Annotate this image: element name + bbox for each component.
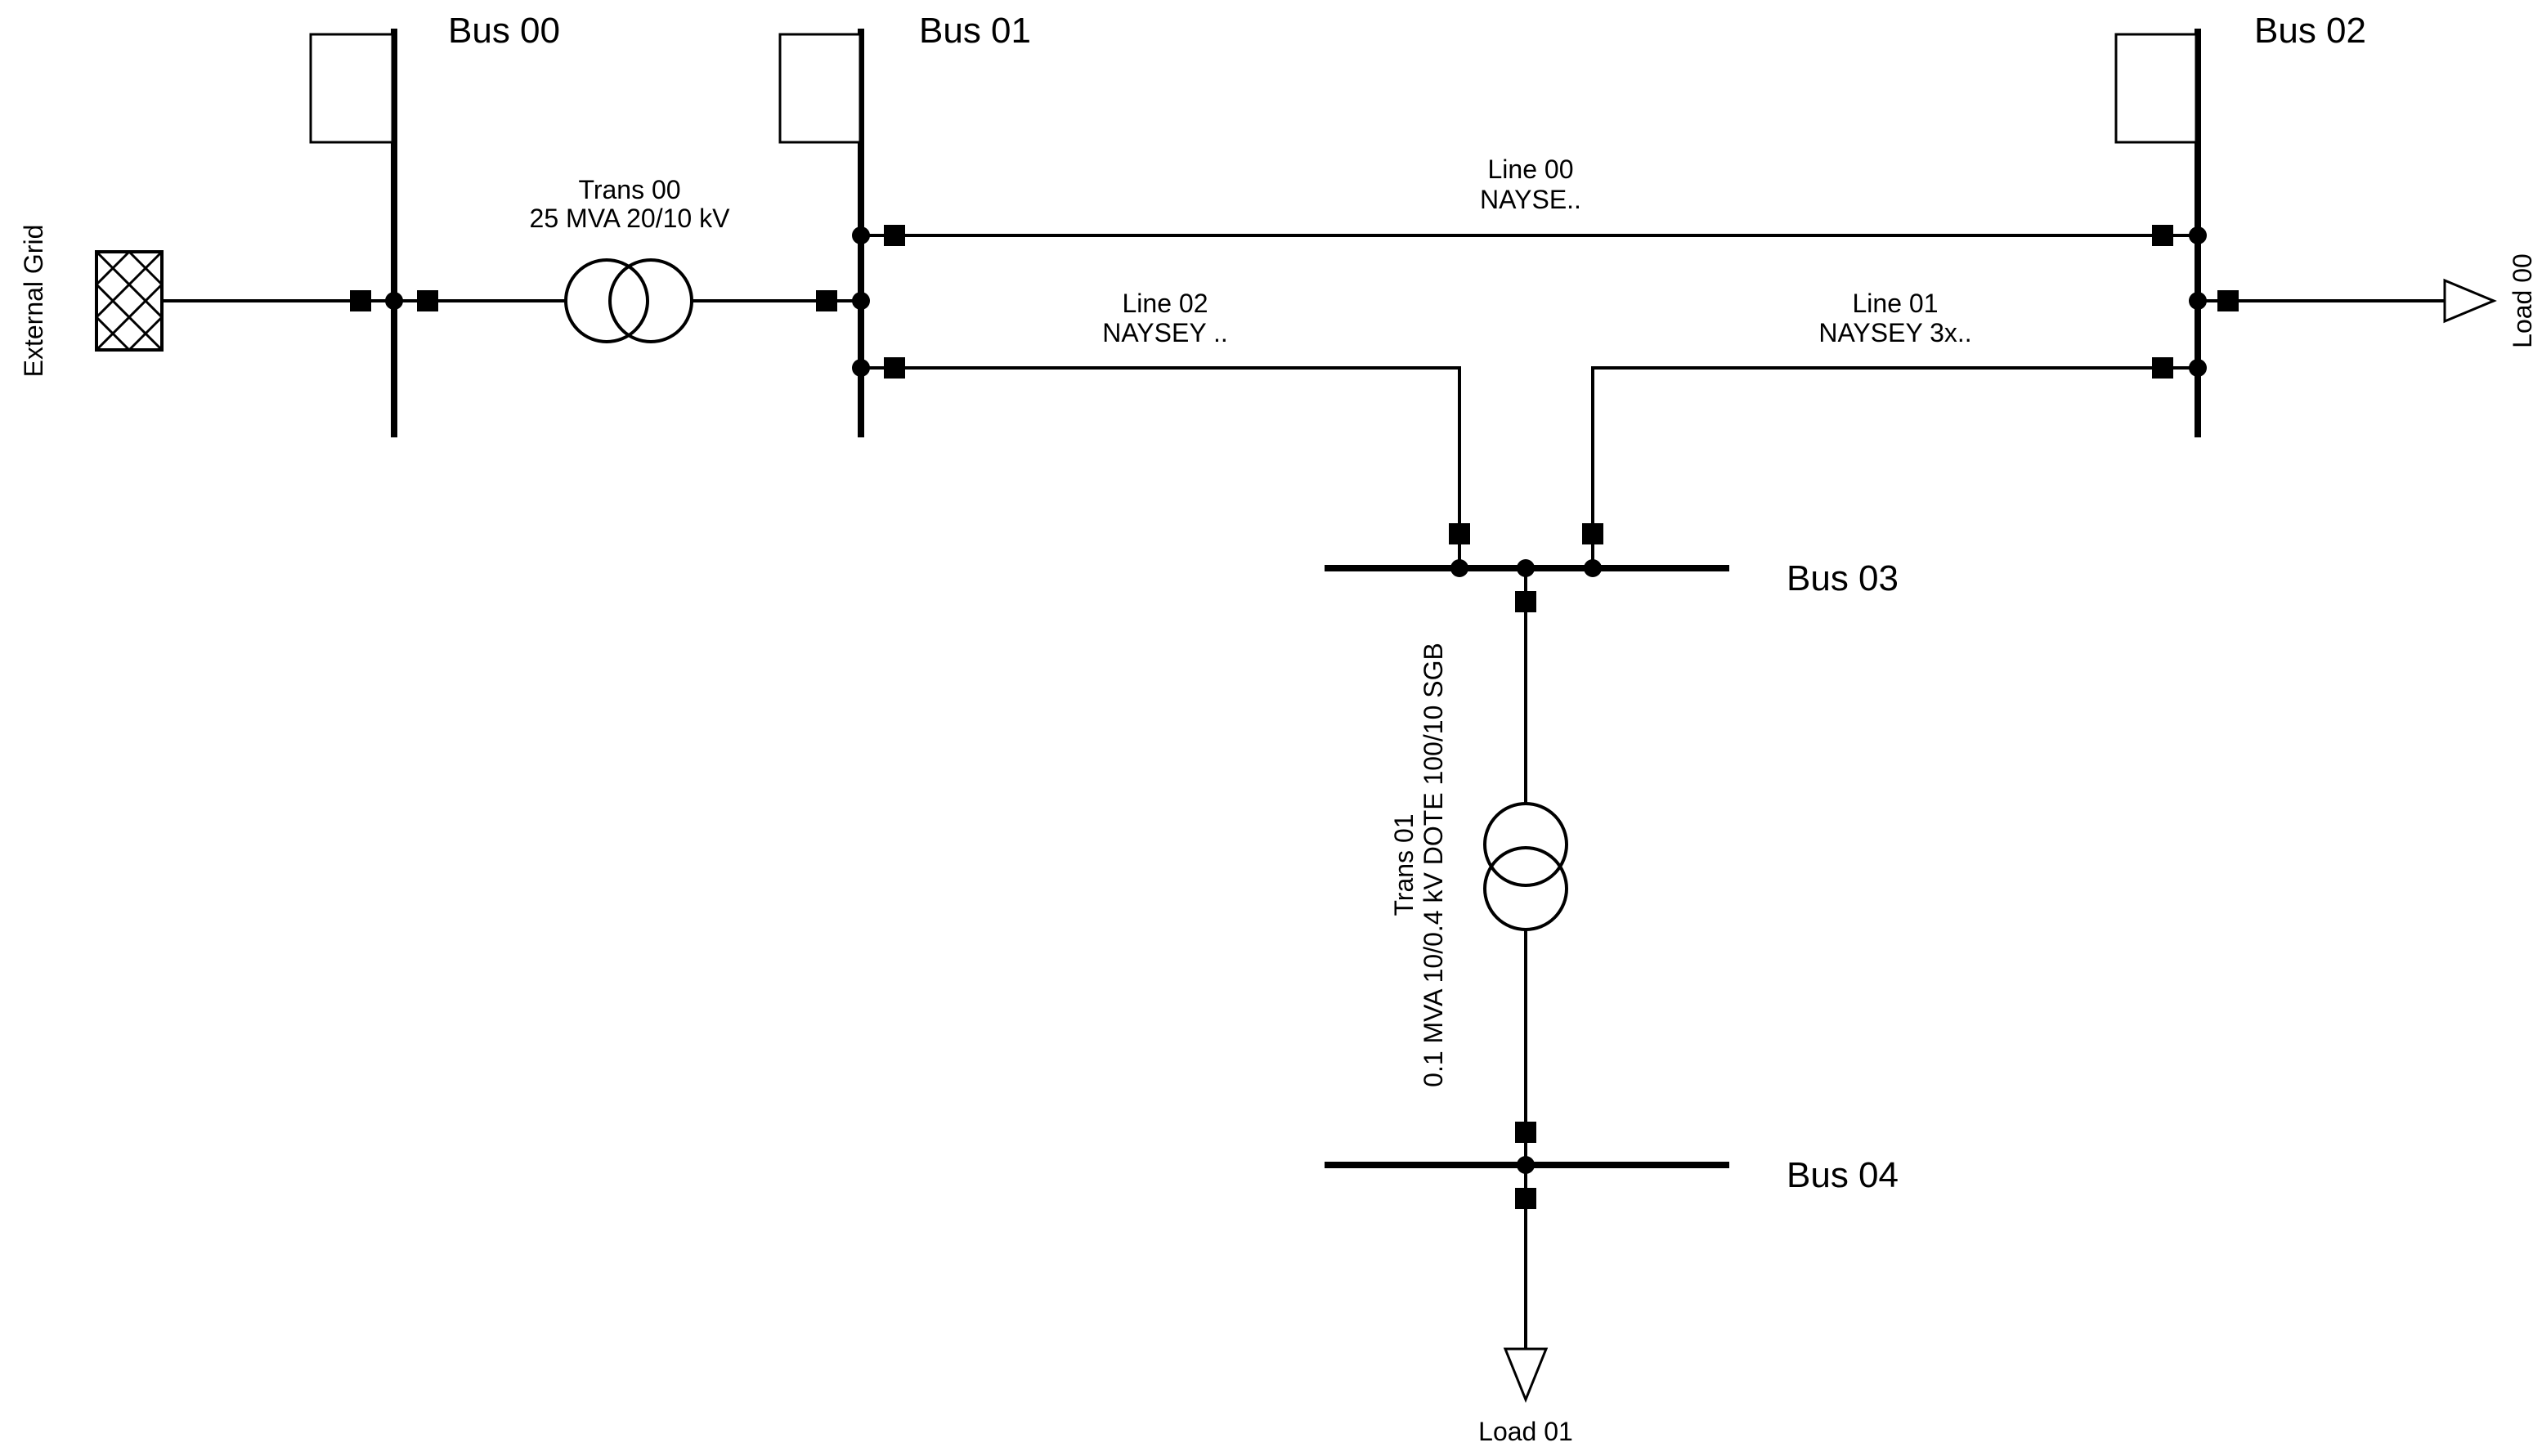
load-01-symbol[interactable]	[1503, 1347, 1549, 1404]
trans-00-symbol[interactable]	[564, 258, 693, 343]
line-01-type: NAYSEY 3x..	[1818, 318, 1971, 347]
trans-01-spec: 0.1 MVA 10/0.4 kV DOTE 100/10 SGB	[1419, 643, 1448, 1087]
bus-03-label: Bus 03	[1787, 558, 1899, 598]
bus-00-label: Bus 00	[448, 11, 560, 51]
trans-00-spec: 25 MVA 20/10 kV	[530, 204, 731, 233]
breaker-trans00-bus01[interactable]	[816, 290, 837, 311]
breaker-line01-bus03[interactable]	[1582, 523, 1603, 544]
bus-02-label: Bus 02	[2254, 11, 2366, 51]
trans-01-name: Trans 01	[1389, 813, 1419, 916]
bus-00-flag	[309, 33, 394, 144]
breaker-grid-bus00[interactable]	[350, 290, 371, 311]
line-02-type: NAYSEY ..	[1102, 318, 1228, 347]
line-01-wire[interactable]	[1591, 366, 2198, 568]
load-00-symbol[interactable]	[2443, 278, 2497, 324]
load-01-label: Load 01	[1478, 1417, 1573, 1446]
trans-01-symbol[interactable]	[1483, 802, 1568, 931]
line-00-type: NAYSE..	[1480, 185, 1581, 214]
trans-00-name: Trans 00	[578, 175, 680, 204]
breaker-line02-bus03[interactable]	[1449, 523, 1470, 544]
breaker-trans01-bus04[interactable]	[1515, 1122, 1536, 1143]
bus-04-label: Bus 04	[1787, 1155, 1899, 1195]
line-02-name: Line 02	[1123, 289, 1208, 318]
line-02-wire[interactable]	[861, 366, 1461, 568]
bus-01-label: Bus 01	[919, 11, 1031, 51]
bus-02-flag	[2114, 33, 2198, 144]
node-bus03-line01	[1584, 559, 1602, 577]
bus-01-flag	[778, 33, 862, 144]
line-01-name: Line 01	[1853, 289, 1939, 318]
load-00-label: Load 00	[2508, 253, 2537, 348]
external-grid[interactable]	[95, 250, 164, 352]
breaker-bus00-trans00[interactable]	[417, 290, 438, 311]
external-grid-label: External Grid	[19, 225, 48, 378]
node-bus03-line02	[1450, 559, 1468, 577]
line-00-name: Line 00	[1488, 155, 1574, 184]
breaker-line00-bus02[interactable]	[2152, 225, 2173, 246]
